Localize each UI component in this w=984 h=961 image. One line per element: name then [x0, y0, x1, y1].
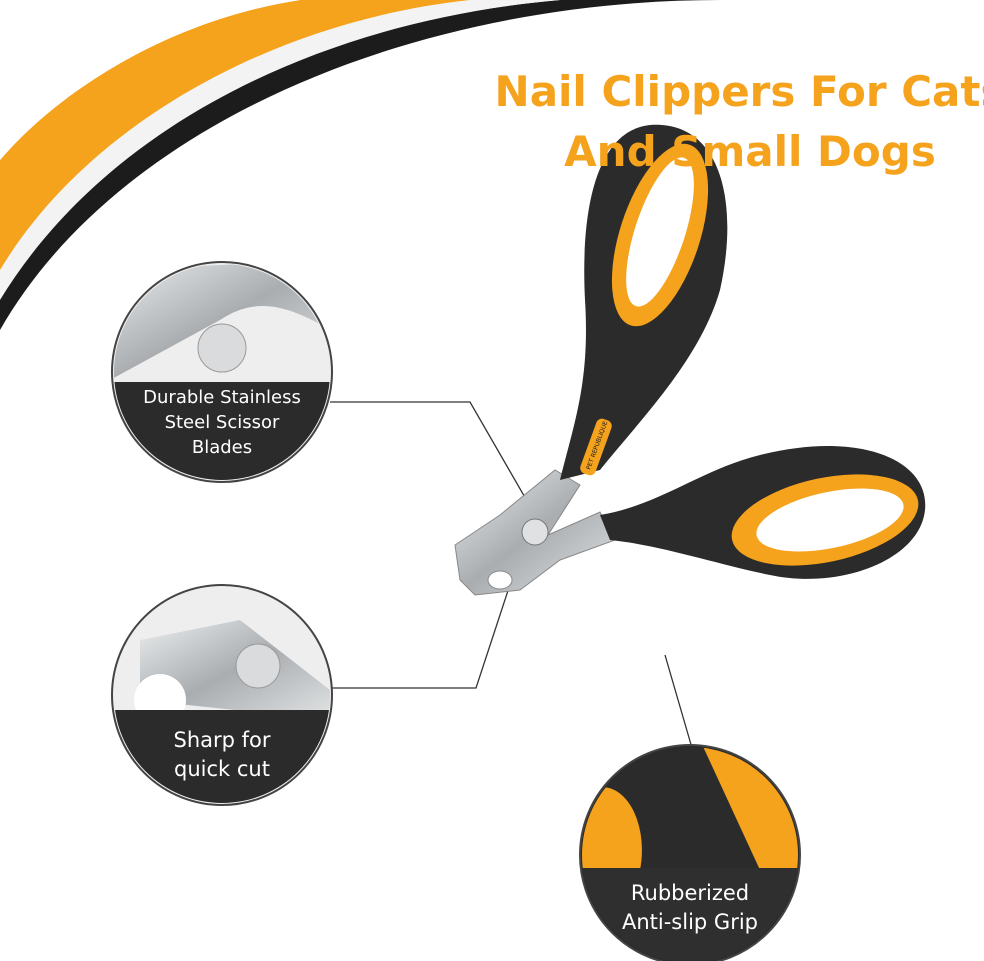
caption-line: Blades: [191, 437, 253, 458]
scissors-image: PET REPUBLIQUE: [454, 124, 926, 596]
callout-circle-blades: [111, 261, 333, 483]
caption-line: quick cut: [174, 757, 270, 781]
leader-lines: [330, 401, 693, 749]
callout-circle-sharp: [111, 584, 333, 806]
caption-line: Rubberized: [630, 881, 750, 905]
title-line-1: Nail Clippers For Cats: [494, 67, 984, 116]
decorative-swoosh: [0, 0, 720, 330]
caption-grip: Rubberized Anti-slip Grip: [590, 879, 790, 937]
caption-line: Durable Stainless: [143, 387, 301, 408]
caption-line: Sharp for: [173, 728, 271, 752]
title-line-2: And Small Dogs: [564, 127, 936, 176]
caption-blades: Durable Stainless Steel Scissor Blades: [122, 385, 322, 460]
caption-sharp: Sharp for quick cut: [122, 726, 322, 784]
caption-line: Steel Scissor: [164, 412, 280, 433]
page-title: Nail Clippers For Cats And Small Dogs: [490, 62, 984, 182]
caption-line: Anti-slip Grip: [621, 910, 758, 934]
